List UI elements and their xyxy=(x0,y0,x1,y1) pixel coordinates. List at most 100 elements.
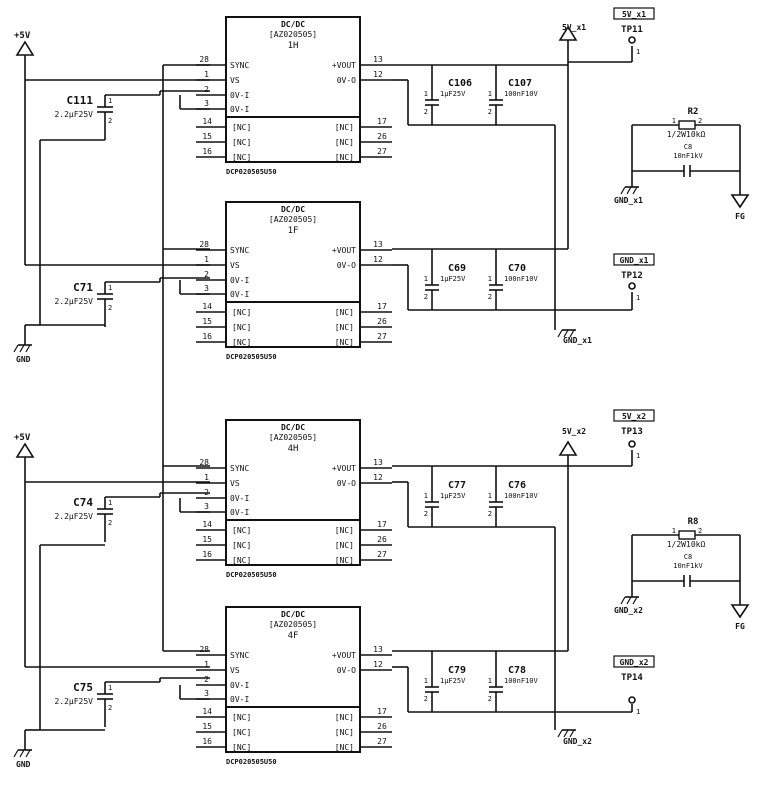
cap-pin: 2 xyxy=(488,293,492,301)
net-5v-x2: 5V_x2 xyxy=(558,427,633,651)
testpoint-pin: 1 xyxy=(636,294,640,302)
cap-ref: C8 xyxy=(684,553,692,561)
module-model: [AZ020505] xyxy=(269,620,317,629)
resistor-pin: 2 xyxy=(698,117,702,125)
pin-number: 14 xyxy=(202,302,212,311)
resistor-pin: 1 xyxy=(672,527,676,535)
cap-pin: 2 xyxy=(424,293,428,301)
pin-label: 0V-I xyxy=(230,290,249,299)
pin-label: 0V-O xyxy=(337,76,356,85)
module-part-number: DCP020505U50 xyxy=(226,353,277,361)
pin-label: VS xyxy=(230,76,240,85)
pin-number: 28 xyxy=(199,55,209,64)
pin-number: 1 xyxy=(204,70,209,79)
nc-label: [NC] xyxy=(335,743,354,752)
gnd-rail-top: GND xyxy=(13,139,105,364)
testpoints-layer: 5V_x1TP111GND_x1TP1215V_x2TP131GND_x2TP1… xyxy=(613,7,655,716)
pin-number: 2 xyxy=(204,675,209,684)
pin-number: 17 xyxy=(377,707,387,716)
rc-gnd-label: GND_x2 xyxy=(614,606,643,615)
cap-value: 100nF10V xyxy=(504,492,539,500)
pin-number: 12 xyxy=(373,473,383,482)
cap-ref: C76 xyxy=(508,480,526,491)
pin-number: 12 xyxy=(373,660,383,669)
cap-pin: 2 xyxy=(424,695,428,703)
cap-ref: C71 xyxy=(73,281,93,294)
nc-label: [NC] xyxy=(335,323,354,332)
module-designator: 4H xyxy=(288,444,299,454)
pin-number: 13 xyxy=(373,458,383,467)
pin-number: 3 xyxy=(204,99,209,108)
cap-ref: C8 xyxy=(684,143,692,151)
pin-number: 15 xyxy=(202,535,212,544)
pin-number: 28 xyxy=(199,240,209,249)
pin-number: 16 xyxy=(202,147,212,156)
nc-label: [NC] xyxy=(232,541,251,550)
net-gnd-x2: GND_x2 xyxy=(554,527,633,746)
module-title: DC/DC xyxy=(281,423,305,432)
gnd-rail-bottom: GND xyxy=(13,544,105,769)
pin-number: 26 xyxy=(377,132,387,141)
nc-label: [NC] xyxy=(232,556,251,565)
supply-plus5v-top: +5V xyxy=(14,31,210,266)
fg-label: FG xyxy=(735,622,745,631)
cap-pin: 2 xyxy=(488,510,492,518)
cap-pin: 1 xyxy=(488,90,492,98)
net-5v-x1: 5V_x1 xyxy=(558,23,633,249)
pin-number: 3 xyxy=(204,502,209,511)
cap-pin: 2 xyxy=(424,108,428,116)
net-gnd-x2-label: GND_x2 xyxy=(563,737,592,746)
cap-ref: C78 xyxy=(508,665,526,676)
nc-label: [NC] xyxy=(335,728,354,737)
cap-value: 1µF25V xyxy=(440,275,466,283)
pin-number: 14 xyxy=(202,520,212,529)
cap-ref: C77 xyxy=(448,480,466,491)
nc-label: [NC] xyxy=(232,713,251,722)
module-part-number: DCP020505U50 xyxy=(226,168,277,176)
cap-ref: C75 xyxy=(73,681,93,694)
cap-pin: 1 xyxy=(424,275,428,283)
pin-label: SYNC xyxy=(230,61,249,70)
pin-label: 0V-I xyxy=(230,681,249,690)
pin-label: SYNC xyxy=(230,651,249,660)
nc-label: [NC] xyxy=(232,123,251,132)
pin-number: 13 xyxy=(373,55,383,64)
testpoint-label: TP12 xyxy=(621,271,643,281)
pin-number: 17 xyxy=(377,117,387,126)
nc-label: [NC] xyxy=(335,138,354,147)
nc-label: [NC] xyxy=(232,323,251,332)
cap-pin: 1 xyxy=(108,684,112,692)
resistor-pin: 1 xyxy=(672,117,676,125)
testpoint-label: TP11 xyxy=(621,25,643,35)
pin-label: SYNC xyxy=(230,464,249,473)
pin-label: 0V-O xyxy=(337,479,356,488)
pin-label: 0V-I xyxy=(230,91,249,100)
supply-plus5v-bottom: +5V xyxy=(14,433,210,668)
plus5v-label-top: +5V xyxy=(14,31,31,41)
fg-label: FG xyxy=(735,212,745,221)
nc-label: [NC] xyxy=(232,728,251,737)
cap-value: 1µF25V xyxy=(440,492,466,500)
pin-number: 27 xyxy=(377,550,387,559)
nc-label: [NC] xyxy=(335,541,354,550)
nc-label: [NC] xyxy=(232,338,251,347)
cap-pin: 1 xyxy=(488,492,492,500)
pin-number: 14 xyxy=(202,117,212,126)
cap-pin: 1 xyxy=(488,275,492,283)
cap-value: 10nF1kV xyxy=(673,152,703,160)
nc-label: [NC] xyxy=(335,713,354,722)
pin-number: 16 xyxy=(202,332,212,341)
module-part-number: DCP020505U50 xyxy=(226,571,277,579)
pin-number: 3 xyxy=(204,284,209,293)
nc-label: [NC] xyxy=(335,123,354,132)
net-5v-x1-label: 5V_x1 xyxy=(562,23,586,32)
module-title: DC/DC xyxy=(281,205,305,214)
nc-label: [NC] xyxy=(232,153,251,162)
